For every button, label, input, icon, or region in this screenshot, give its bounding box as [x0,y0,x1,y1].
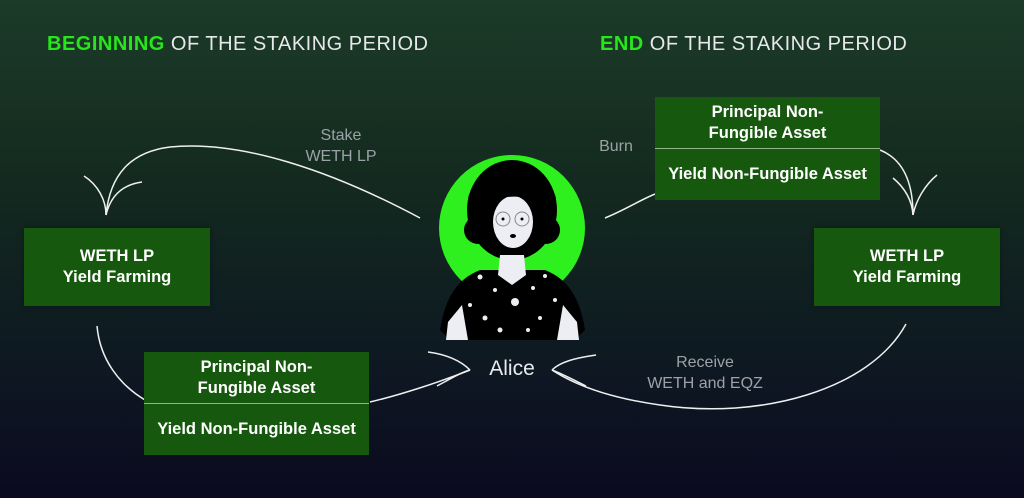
right-asset-stack: Principal Non-Fungible Asset Yield Non-F… [655,97,880,200]
arrowhead-icon [83,175,143,216]
arrow-receive [551,323,907,410]
arrow-stake [105,145,421,219]
stack-text: Principal Non-Fungible Asset [708,102,827,142]
heading-highlight: BEGINNING [47,33,165,55]
divider [144,403,369,404]
alice-name: Alice [489,357,535,380]
stack-text: Yield Non-Fungible Asset [157,420,356,438]
label-line: WETH and EQZ [647,375,763,392]
left-weth-lp-box: WETH LP Yield Farming [24,228,210,306]
heading-rest: OF THE STAKING PERIOD [643,33,908,55]
arrowhead-icon [427,351,471,387]
heading-rest: OF THE STAKING PERIOD [164,33,429,55]
divider [655,148,880,149]
receive-label: Receive WETH and EQZ [625,352,785,394]
yield-nfa: Yield Non-Fungible Asset [655,149,880,200]
box-line: WETH LP [869,247,945,265]
arrow-to-stack [96,325,146,401]
arrow-stack-to-right [879,149,914,216]
label-line: Stake [320,127,362,144]
label-line: WETH LP [305,148,377,165]
stake-label: Stake WETH LP [281,125,401,167]
box-line: Yield Farming [852,268,962,286]
stack-text: Yield Non-Fungible Asset [668,165,867,183]
heading-end: END OF THE STAKING PERIOD [600,33,907,56]
yield-nfa: Yield Non-Fungible Asset [144,404,369,455]
principal-nfa: Principal Non-Fungible Asset [655,97,880,148]
left-asset-stack: Principal Non-Fungible Asset Yield Non-F… [144,352,369,455]
principal-nfa: Principal Non-Fungible Asset [144,352,369,403]
heading-beginning: BEGINNING OF THE STAKING PERIOD [47,33,428,56]
arrow-burn [604,193,656,219]
heading-highlight: END [600,33,644,55]
label-line: Receive [676,354,734,371]
burn-label: Burn [599,138,633,155]
arrowhead-icon [551,354,597,387]
box-line: Yield Farming [62,268,172,286]
arrowhead-icon [892,174,938,216]
box-line: WETH LP [79,247,155,265]
right-weth-lp-box: WETH LP Yield Farming [814,228,1000,306]
stack-text: Principal Non-Fungible Asset [197,357,316,397]
